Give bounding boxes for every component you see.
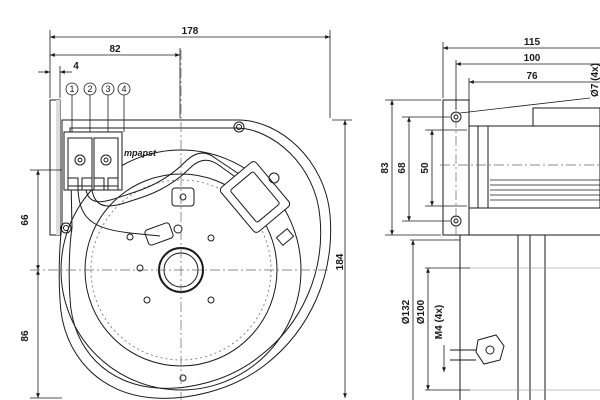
terminal-block (63, 131, 123, 191)
outlet-fins (490, 179, 600, 201)
terminal-screw (74, 154, 86, 166)
dim-flange-thickness: 4 (73, 61, 79, 72)
dim-hole-dia: Ø7 (4x) (590, 63, 600, 97)
dim-upper-to-axis: 66 (20, 214, 31, 226)
side-view (440, 99, 600, 400)
dim-overall-depth: 115 (524, 37, 541, 48)
capacitor-mount (275, 227, 295, 247)
side-view-dimensions (385, 42, 600, 400)
terminal-callout-3 (101, 82, 115, 96)
terminal-callout-1 (65, 82, 79, 96)
motor-connector (171, 187, 195, 207)
terminal-callout-4 (117, 82, 131, 96)
dim-terminal-offset: 82 (109, 44, 121, 55)
front-view-dimensions (30, 30, 352, 399)
rotor-holes (126, 233, 215, 382)
dim-outer-dia: Ø132 (401, 299, 412, 324)
terminal-callouts: 1 2 3 4 (65, 82, 131, 96)
capacitor (219, 161, 291, 233)
brand-label: mpapst (124, 148, 157, 158)
nut-detail (475, 334, 505, 365)
housing-screw (60, 222, 72, 234)
terminal-label-2: 2 (87, 84, 92, 94)
dim-hole-spacing-76: 76 (526, 71, 538, 82)
terminal-label-4: 4 (121, 84, 126, 94)
terminal-label-3: 3 (105, 84, 110, 94)
dim-hole-spacing-50: 50 (420, 162, 431, 174)
dim-inner-dia: Ø100 (416, 299, 427, 324)
dim-overall-height: 184 (335, 253, 346, 270)
scroll-housing (58, 119, 332, 399)
dim-depth-100: 100 (524, 53, 541, 64)
terminal-label-1: 1 (69, 84, 74, 94)
terminal-callout-2 (83, 82, 97, 96)
dim-height-68: 68 (397, 162, 408, 174)
dim-lower-to-axis: 86 (20, 330, 31, 342)
dim-thread: M4 (4x) (434, 305, 445, 339)
housing-screw (233, 121, 245, 133)
front-view (30, 50, 332, 400)
terminal-screw (100, 154, 112, 166)
scroll-housing-inner (68, 127, 322, 389)
dim-overall-width: 178 (182, 26, 199, 37)
dim-height-83: 83 (380, 162, 391, 174)
outlet-duct (468, 125, 600, 209)
wire-harness (85, 152, 246, 203)
